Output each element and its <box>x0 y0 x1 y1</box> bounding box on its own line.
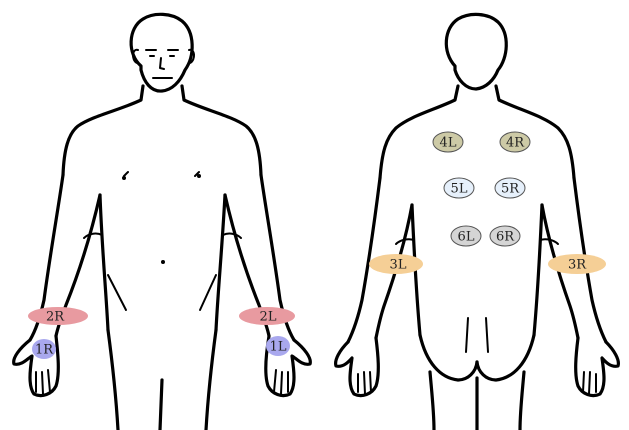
front-body-figure <box>14 14 311 430</box>
marker-label: 6L <box>458 230 475 245</box>
marker-4L[interactable]: 4L <box>433 132 463 152</box>
marker-label: 4L <box>440 136 457 151</box>
marker-label: 3R <box>568 258 587 273</box>
marker-label: 4R <box>506 136 525 151</box>
back-body-figure <box>336 14 619 430</box>
marker-label: 6R <box>496 230 515 245</box>
marker-2L[interactable]: 2L <box>239 307 295 325</box>
marker-2R[interactable]: 2R <box>28 307 88 325</box>
marker-4R[interactable]: 4R <box>500 132 530 152</box>
marker-3L[interactable]: 3L <box>369 254 423 274</box>
marker-label: 3L <box>390 258 407 273</box>
marker-label: 2L <box>260 310 277 325</box>
marker-5L[interactable]: 5L <box>444 178 474 198</box>
front-markers: 2R 1R 2L 1L <box>28 307 295 359</box>
marker-5R[interactable]: 5R <box>495 178 525 198</box>
marker-label: 5L <box>451 182 468 197</box>
marker-1R[interactable]: 1R <box>32 339 56 359</box>
marker-label: 1L <box>270 340 287 355</box>
marker-3R[interactable]: 3R <box>548 254 606 274</box>
marker-1L[interactable]: 1L <box>266 336 290 356</box>
marker-6L[interactable]: 6L <box>451 226 481 246</box>
marker-label: 5R <box>501 182 520 197</box>
marker-6R[interactable]: 6R <box>490 226 520 246</box>
marker-label: 1R <box>35 343 54 358</box>
marker-label: 2R <box>46 310 65 325</box>
